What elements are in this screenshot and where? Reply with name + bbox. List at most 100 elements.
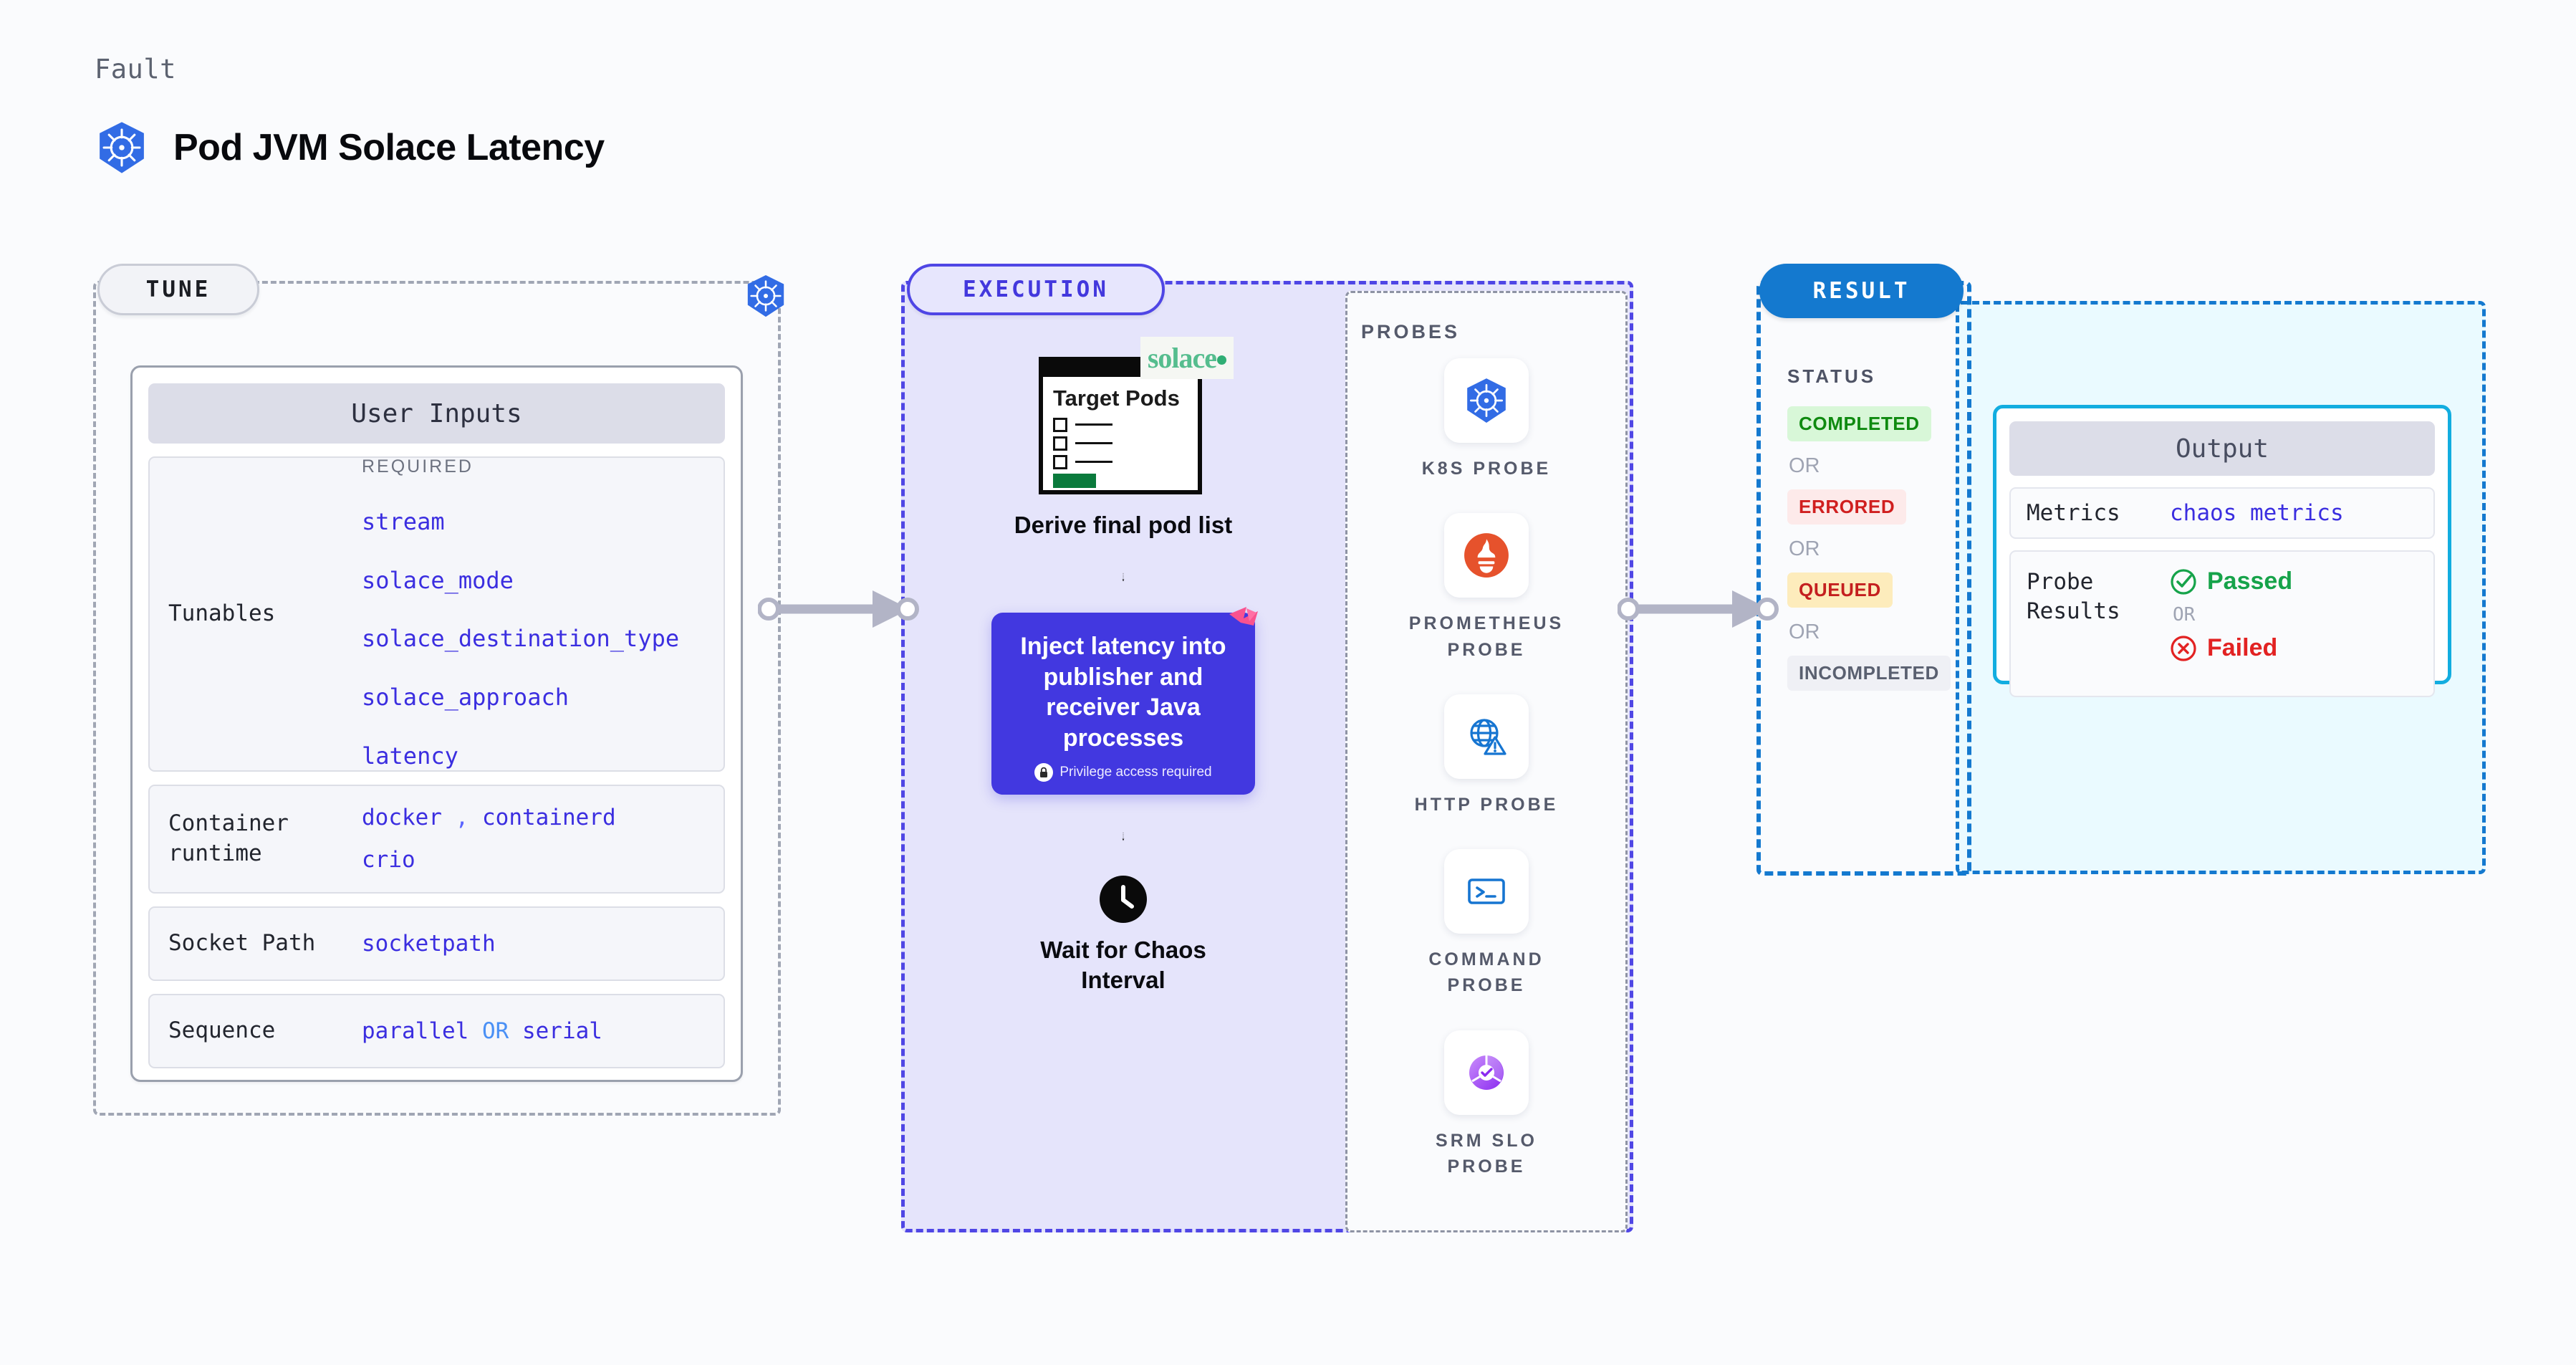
probe-result-passed: Passed — [2170, 567, 2292, 595]
ribbon-icon — [1229, 607, 1258, 626]
tunable-latency[interactable]: latency — [362, 742, 458, 770]
sequence-parallel[interactable]: parallel — [362, 1017, 469, 1044]
status-or-1: OR — [1789, 454, 1820, 477]
terminal-icon — [1468, 878, 1505, 904]
tunables-row: Tunables REQUIRED stream solace_mode sol… — [148, 456, 725, 772]
probe-k8s[interactable]: K8S PROBE — [1393, 358, 1580, 482]
globe-warning-icon — [1470, 719, 1506, 755]
line-icon — [1075, 423, 1112, 426]
failed-label: Failed — [2207, 634, 2278, 662]
slo-donut-check-icon — [1469, 1055, 1504, 1090]
flow-arrow-down-icon — [1122, 833, 1125, 841]
sequence-label: Sequence — [168, 1017, 276, 1044]
check-circle-icon — [2171, 569, 2196, 595]
runtime-containerd[interactable]: containerd — [482, 805, 616, 831]
output-card: Output Metrics chaos metrics Probe Resul… — [1993, 405, 2451, 698]
socket-path-label: Socket Path — [168, 930, 316, 957]
target-pods-title: Target Pods — [1053, 385, 1180, 411]
checkbox-icon — [1053, 436, 1067, 451]
probe-label: K8S PROBE — [1421, 459, 1552, 479]
probes-section-label: PROBES — [1361, 321, 1461, 343]
probe-tile — [1444, 849, 1529, 934]
clock-icon — [1100, 876, 1147, 924]
privilege-note: Privilege access required — [1034, 763, 1212, 782]
probe-label: HTTP PROBE — [1414, 794, 1559, 815]
sequence-or: OR — [481, 1017, 509, 1044]
step-wait-chaos-caption: Wait for Chaos Interval — [1040, 937, 1206, 993]
output-title: Output — [2009, 421, 2435, 476]
inject-latency-card[interactable]: Inject latency into publisher and receiv… — [991, 607, 1258, 795]
kubernetes-icon — [744, 274, 788, 318]
user-inputs-card: User Inputs Tunables REQUIRED stream sol… — [130, 365, 743, 1082]
status-or-2: OR — [1789, 537, 1820, 560]
inject-latency-text: Inject latency into publisher and receiv… — [1020, 633, 1226, 752]
connector-execution-to-result — [1618, 590, 1779, 628]
status-label: STATUS — [1787, 365, 1877, 387]
probe-srm-slo[interactable]: SRM SLO PROBE — [1393, 1030, 1580, 1180]
solace-wordmark: solace — [1147, 342, 1217, 374]
status-or-3: OR — [1789, 621, 1820, 643]
x-circle-icon — [2171, 636, 2196, 661]
execution-flow: Target Pods solace Derive final pod list… — [901, 337, 1345, 995]
step-derive-pod-list-caption: Derive final pod list — [1014, 512, 1233, 538]
stage-pill-execution[interactable]: EXECUTION — [907, 264, 1165, 315]
checklist-item — [1053, 417, 1188, 432]
stage-pill-result[interactable]: RESULT — [1759, 264, 1964, 318]
status-column: STATUS COMPLETED OR ERRORED OR QUEUED OR… — [1787, 365, 1959, 691]
line-icon — [1075, 461, 1112, 464]
page-title-row: Pod JVM Solace Latency — [95, 120, 605, 175]
solace-logo: solace — [1140, 337, 1234, 379]
tunable-solace-approach[interactable]: solace_approach — [362, 684, 569, 712]
probe-result-failed: Failed — [2170, 634, 2292, 662]
probe-tile — [1444, 358, 1529, 443]
status-badge-errored: ERRORED — [1787, 489, 1907, 525]
prometheus-icon — [1464, 533, 1509, 578]
page-title: Pod JVM Solace Latency — [173, 127, 605, 168]
probe-results-values: Passed OR Failed — [2170, 567, 2292, 662]
tunable-solace-mode[interactable]: solace_mode — [362, 566, 514, 594]
connector-tune-to-execution — [758, 590, 919, 628]
container-runtime-row: Container runtime docker , containerd cr… — [148, 785, 725, 894]
solace-dot-icon — [1217, 355, 1226, 365]
checklist-item — [1053, 454, 1188, 469]
wait-chaos-interval-step: Wait for Chaos Interval — [1030, 875, 1216, 995]
user-inputs-title: User Inputs — [148, 383, 725, 444]
stage-pill-tune[interactable]: TUNE — [97, 264, 259, 315]
probe-tile — [1444, 1030, 1529, 1115]
card-body: Target Pods — [1043, 377, 1198, 488]
required-label: REQUIRED — [362, 456, 474, 477]
lock-icon — [1034, 763, 1054, 782]
checkbox-icon — [1053, 454, 1067, 469]
container-runtime-label: Container runtime — [168, 810, 289, 866]
status-badge-incompleted: INCOMPLETED — [1787, 656, 1951, 691]
runtime-crio[interactable]: crio — [362, 847, 415, 873]
green-bar-icon — [1053, 473, 1096, 488]
sequence-serial[interactable]: serial — [522, 1017, 602, 1044]
status-badge-queued: QUEUED — [1787, 573, 1893, 608]
container-runtime-values: docker , containerd crio — [362, 797, 616, 881]
probe-http[interactable]: HTTP PROBE — [1393, 694, 1580, 818]
probe-command[interactable]: COMMAND PROBE — [1393, 849, 1580, 999]
probe-prometheus[interactable]: PROMETHEUS PROBE — [1393, 513, 1580, 663]
tune-panel — [93, 281, 781, 1116]
tunable-stream[interactable]: stream — [362, 507, 445, 535]
target-pods-illustration: Target Pods solace — [1039, 337, 1234, 494]
kubernetes-icon — [1467, 378, 1506, 423]
probe-label: PROMETHEUS PROBE — [1408, 613, 1565, 660]
line-icon — [1075, 442, 1112, 445]
privilege-note-text: Privilege access required — [1059, 765, 1212, 780]
socket-path-value[interactable]: socketpath — [362, 930, 496, 957]
socket-path-row: Socket Path socketpath — [148, 906, 725, 981]
metrics-value[interactable]: chaos metrics — [2170, 500, 2344, 527]
probe-tile — [1444, 513, 1529, 598]
probe-tile — [1444, 694, 1529, 779]
kubernetes-icon — [95, 120, 149, 175]
probe-results-label: Probe Results — [2027, 569, 2120, 624]
status-badge-completed: COMPLETED — [1787, 406, 1931, 441]
tunable-solace-destination-type[interactable]: solace_destination_type — [362, 625, 680, 653]
runtime-comma: , — [455, 805, 469, 831]
checklist-item — [1053, 436, 1188, 451]
checkbox-icon — [1053, 417, 1067, 432]
runtime-docker[interactable]: docker — [362, 805, 442, 831]
sequence-row: Sequence parallel OR serial — [148, 994, 725, 1068]
